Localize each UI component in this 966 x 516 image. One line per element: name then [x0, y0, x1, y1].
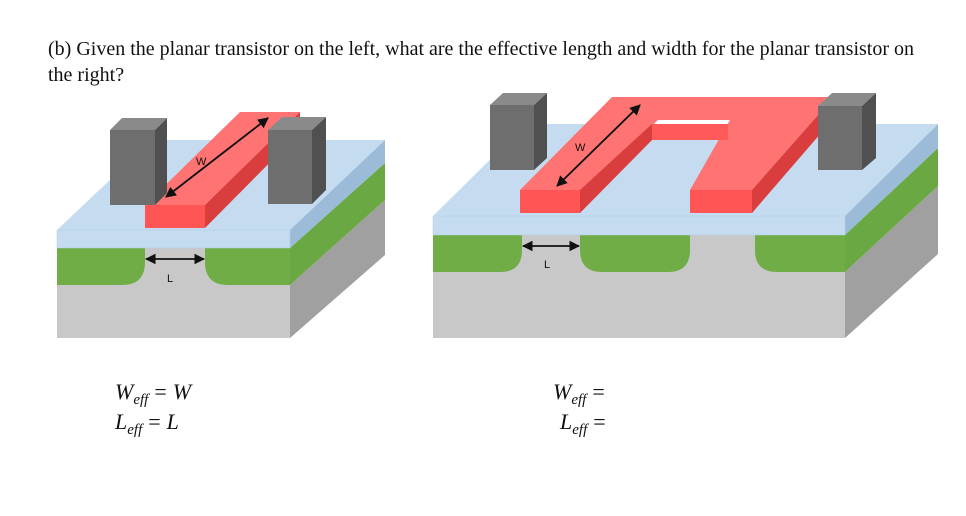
right-gate-front-left [520, 190, 580, 213]
weff-sub: eff [133, 392, 149, 408]
question-text: (b) Given the planar transistor on the l… [48, 38, 915, 86]
left-w-arrow [165, 117, 269, 198]
right-transistor: W L [432, 93, 938, 338]
left-transistor: W L [56, 112, 385, 338]
right-weff-equation: Weff = [553, 378, 611, 414]
right-leff-equation: Leff = [560, 408, 612, 444]
right-oxide-front [432, 215, 846, 236]
left-oxide-front [56, 229, 291, 249]
left-source-contact [110, 118, 167, 205]
weff-sub: eff [571, 392, 587, 408]
leff-var: L [560, 409, 573, 434]
left-substrate-side [290, 200, 385, 338]
leff-sub: eff [127, 422, 143, 438]
right-diffusion-side [845, 148, 938, 272]
left-w-label: W [196, 156, 207, 168]
left-diffusion-side [290, 163, 385, 285]
left-oxide-side [290, 140, 385, 248]
left-source-diffusion [57, 248, 145, 285]
right-l-label: L [544, 259, 550, 271]
right-oxide-side [845, 124, 938, 235]
left-drain-diffusion [205, 248, 290, 285]
equals-sign: = [148, 409, 161, 434]
left-drain-contact [268, 117, 326, 204]
right-source-contact [490, 93, 547, 170]
weff-var: W [115, 379, 134, 404]
right-mid-diffusion [580, 235, 690, 272]
leff-value: L [166, 409, 179, 434]
equals-sign: = [592, 379, 605, 404]
weff-var: W [553, 379, 572, 404]
leff-sub: eff [572, 422, 588, 438]
left-leff-equation: Leff=L [115, 408, 179, 444]
right-drain-contact [818, 93, 876, 170]
right-substrate-side [845, 186, 938, 338]
equals-sign: = [593, 409, 606, 434]
right-gate-inner-wall [652, 124, 728, 140]
leff-var: L [115, 409, 128, 434]
left-l-label: L [167, 273, 173, 285]
left-gate-front [145, 205, 205, 228]
right-drain-diffusion [755, 235, 845, 272]
right-gate-front-right [690, 190, 752, 213]
left-weff-equation: Weff=W [115, 378, 191, 414]
right-source-diffusion [433, 235, 522, 272]
right-substrate-front [433, 272, 845, 338]
equals-sign: = [154, 379, 167, 404]
left-substrate-front [57, 285, 290, 338]
right-w-label: W [575, 142, 586, 154]
right-gate-side2 [752, 97, 834, 213]
right-w-arrow [556, 104, 641, 187]
weff-value: W [172, 379, 192, 404]
